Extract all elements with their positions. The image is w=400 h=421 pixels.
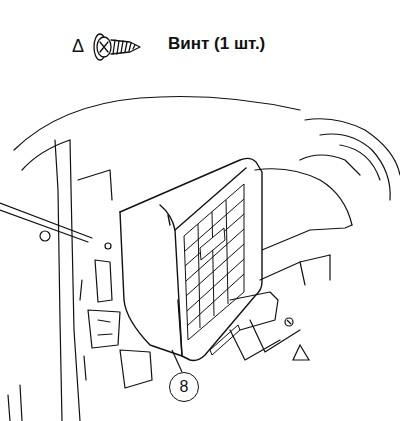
leader-line (172, 350, 182, 372)
dashboard-lines (0, 97, 400, 421)
air-vent (120, 158, 262, 360)
callout-circle: 8 (169, 372, 199, 402)
part-note: Винт (1 шт.) (168, 35, 265, 54)
screw-marker (293, 345, 309, 360)
vent-screw (285, 318, 309, 360)
screw-icon (94, 34, 140, 60)
callout-number: 8 (180, 379, 189, 395)
vent-grille (184, 184, 244, 355)
marker-symbol: Δ (72, 37, 84, 57)
